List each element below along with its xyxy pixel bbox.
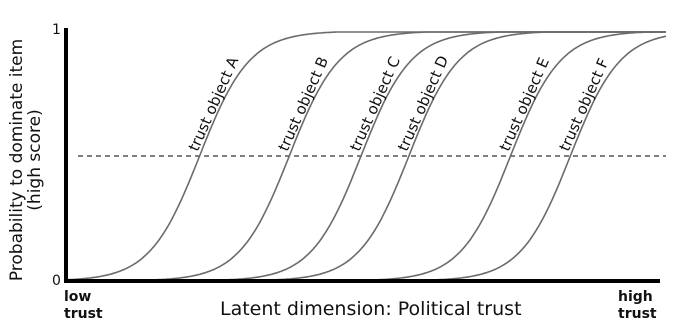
x-high-label-line1: high [618,289,653,305]
curve-label-5: trust object E [496,55,553,154]
curve-6 [68,35,667,281]
curve-label-6: trust object F [556,56,613,154]
curve-label-4: trust object D [394,53,452,154]
y-axis-label-line2: (high score) [25,109,45,210]
curve-label-1: trust object A [185,53,243,154]
y-axis-label-line1: Probability to dominate item [7,39,27,281]
curve-label-2: trust object B [274,54,332,154]
x-low-label-line1: low [64,289,91,305]
x-axis-label: Latent dimension: Political trust [220,298,522,320]
curve-label-3: trust object C [346,54,404,154]
x-low-label-line2: trust [64,306,103,322]
y-tick-bottom: 0 [52,273,61,289]
y-tick-top: 1 [52,22,61,38]
x-high-label-line2: trust [618,306,657,322]
